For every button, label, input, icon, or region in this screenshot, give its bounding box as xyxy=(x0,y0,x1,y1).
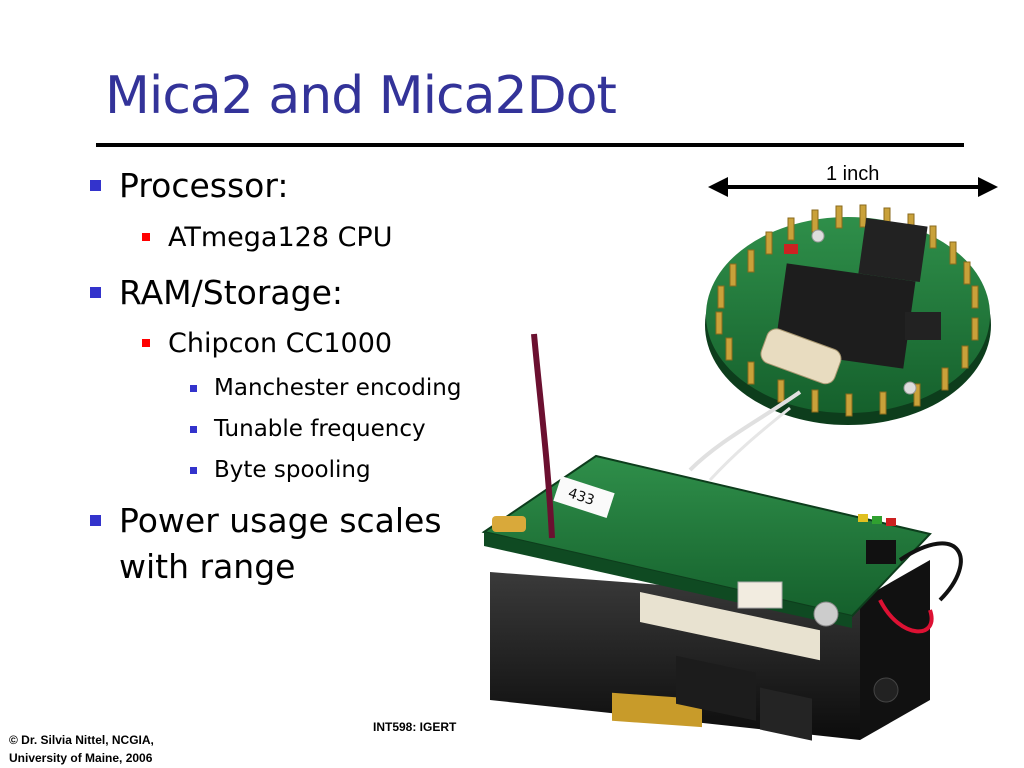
bullet-text: RAM/Storage: xyxy=(119,273,343,312)
bullet-marker xyxy=(90,287,101,298)
footer-line: University of Maine, 2006 xyxy=(9,751,153,765)
bullet-marker xyxy=(190,467,197,474)
board-label: 433 xyxy=(566,485,596,508)
bullet-marker xyxy=(142,339,150,347)
bullet-text: Processor: xyxy=(119,166,289,205)
bullet-text: Byte spooling xyxy=(214,457,371,483)
bullet-text: Manchester encoding xyxy=(214,375,462,401)
bullet-manchester: Manchester encoding xyxy=(190,373,461,403)
measure-label: 1 inch xyxy=(826,163,880,185)
bullet-text-line: Power usage scales xyxy=(119,501,442,540)
one-inch-arrow xyxy=(708,177,998,197)
title-divider xyxy=(96,143,964,147)
bullet-processor: Processor: xyxy=(90,163,288,209)
bullet-marker xyxy=(190,385,197,392)
bullet-cpu: ATmega128 CPU xyxy=(142,220,392,256)
bullet-spooling: Byte spooling xyxy=(190,455,371,485)
bullet-marker xyxy=(90,515,101,526)
bullet-chipcon: Chipcon CC1000 xyxy=(142,326,392,362)
bullet-tunable: Tunable frequency xyxy=(190,414,426,444)
bullet-marker xyxy=(90,180,101,191)
mica2dot-board xyxy=(688,204,991,482)
mote-photo: 433 xyxy=(481,177,998,741)
copyright-footer: © Dr. Silvia Nittel, NCGIA, University o… xyxy=(9,731,154,767)
bullet-marker xyxy=(142,233,150,241)
bullet-text-line: with range xyxy=(119,547,296,586)
course-footer: INT598: IGERT xyxy=(373,720,457,734)
bullet-text-block: Power usage scales with range xyxy=(119,498,442,590)
bullet-text: ATmega128 CPU xyxy=(168,222,393,253)
mica2-board: 433 xyxy=(481,333,963,741)
slide-title: Mica2 and Mica2Dot xyxy=(105,66,617,126)
footer-line: © Dr. Silvia Nittel, NCGIA, xyxy=(9,733,154,747)
bullet-ram: RAM/Storage: xyxy=(90,270,343,316)
bullet-text: Chipcon CC1000 xyxy=(168,328,393,359)
bullet-power: Power usage scales with range xyxy=(90,498,442,590)
bullet-text: Tunable frequency xyxy=(214,416,426,442)
bullet-marker xyxy=(190,426,197,433)
